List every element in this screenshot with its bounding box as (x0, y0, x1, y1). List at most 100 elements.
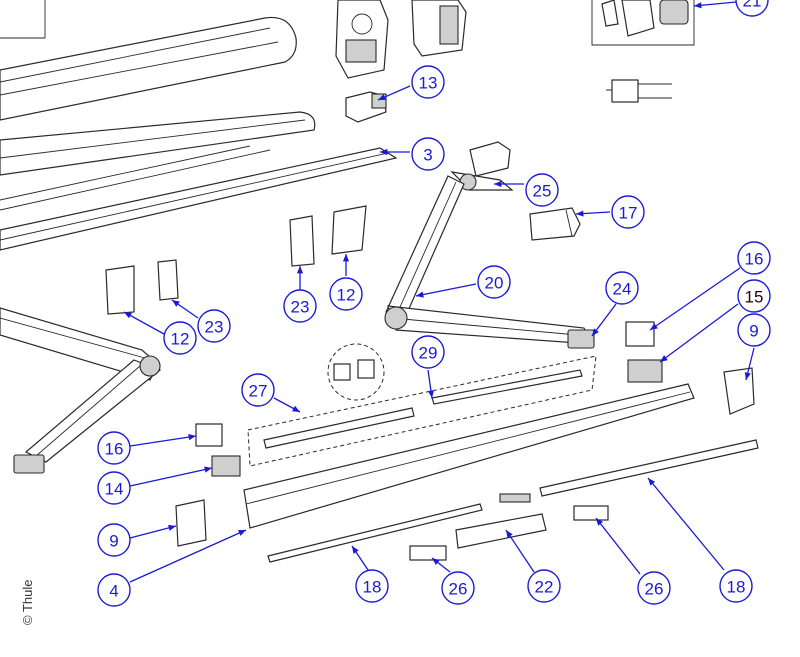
leader-arrow-9 (168, 524, 176, 531)
leader-arrow-23 (296, 266, 304, 274)
leader-arrow-3 (380, 148, 388, 156)
callout-label-29: 29 (419, 344, 438, 363)
callout-label-18: 18 (727, 578, 746, 597)
callout-18: 18 (355, 569, 389, 603)
leader-line-18 (647, 477, 725, 571)
callout-20: 20 (477, 265, 511, 299)
leader-line-9 (129, 525, 177, 539)
leader-arrow-21 (694, 2, 702, 9)
front-profile (243, 383, 695, 529)
callout-21: 21 (735, 0, 769, 17)
callout-label-14: 14 (105, 480, 124, 499)
callout-17: 17 (611, 195, 645, 229)
leader-line-22 (505, 529, 535, 573)
leader-lines (123, 1, 755, 583)
callout-3: 3 (411, 137, 445, 171)
callout-label-12: 12 (337, 286, 356, 305)
callout-circle-9 (737, 313, 771, 347)
copyright-text: © Thule (20, 579, 35, 625)
leader-line-14 (129, 467, 213, 487)
callout-27: 27 (241, 373, 275, 407)
leader-arrow-27 (292, 405, 300, 412)
connector-25 (606, 79, 672, 103)
callout-circle-23 (197, 309, 231, 343)
callout-label-4: 4 (109, 582, 118, 601)
callout-circle-29 (411, 335, 445, 369)
callout-label-12: 12 (171, 330, 190, 349)
callout-circle-12 (163, 321, 197, 355)
callout-circle-3 (411, 137, 445, 171)
leader-arrow-12 (342, 254, 350, 262)
callout-circle-18 (719, 569, 753, 603)
callout-13: 13 (411, 65, 445, 99)
callout-label-21: 21 (743, 0, 762, 11)
callout-label-9: 9 (749, 322, 758, 341)
callout-label-3: 3 (423, 146, 432, 165)
leader-line-20 (415, 283, 477, 297)
callout-label-26: 26 (645, 580, 664, 599)
callout-16: 16 (97, 431, 131, 465)
leader-arrow-24 (592, 328, 599, 336)
leader-arrow-20 (416, 291, 424, 298)
callout-circle-20 (477, 265, 511, 299)
end-caps-left (175, 423, 241, 547)
callout-label-16: 16 (745, 250, 764, 269)
callout-25: 25 (525, 173, 559, 207)
right-arm (384, 175, 595, 349)
callout-circle-25 (525, 173, 559, 207)
callout-circle-21 (735, 0, 769, 17)
callout-circle-24 (605, 271, 639, 305)
bracket-21 (591, 0, 695, 46)
callout-12: 12 (163, 321, 197, 355)
leader-arrow-26 (596, 518, 604, 526)
callout-18: 18 (719, 569, 753, 603)
part-17 (529, 207, 581, 241)
callout-label-15: 15 (745, 288, 764, 307)
callout-circle-15 (737, 279, 771, 313)
callout-circle-16 (97, 431, 131, 465)
lower-rail (267, 439, 759, 563)
callout-circle-9 (97, 523, 131, 557)
leader-arrow-13 (378, 94, 386, 100)
callout-9: 9 (97, 523, 131, 557)
leader-arrow-29 (427, 390, 435, 398)
callout-label-23: 23 (205, 318, 224, 337)
callout-circle-14 (97, 471, 131, 505)
callout-23: 23 (197, 309, 231, 343)
motor-parts (335, 0, 467, 123)
callout-circle-22 (527, 569, 561, 603)
leader-line-16 (129, 435, 197, 447)
callout-label-13: 13 (419, 74, 438, 93)
left-arm (0, 307, 162, 474)
callout-circle-12 (329, 277, 363, 311)
callout-label-16: 16 (105, 440, 124, 459)
callout-label-9: 9 (109, 532, 118, 551)
leader-line-12 (123, 311, 165, 335)
leader-arrow-15 (660, 355, 668, 362)
leader-line-15 (659, 303, 739, 363)
callout-label-22: 22 (535, 578, 554, 597)
callout-15: 15 (737, 279, 771, 313)
callout-label-25: 25 (533, 182, 552, 201)
leader-arrow-12 (124, 312, 132, 319)
callout-circle-4 (97, 573, 131, 607)
callout-16: 16 (737, 241, 771, 275)
callout-circle-27 (241, 373, 275, 407)
leader-arrow-18 (648, 478, 656, 486)
leader-arrow-25 (494, 180, 502, 188)
callout-label-17: 17 (619, 204, 638, 223)
leader-arrow-17 (576, 210, 584, 217)
rod-27-group (247, 355, 597, 467)
leader-arrow-18 (352, 546, 359, 554)
callout-29: 29 (411, 335, 445, 369)
callout-circle-13 (411, 65, 445, 99)
callout-circle-16 (737, 241, 771, 275)
leader-arrow-23 (172, 300, 180, 307)
callout-label-26: 26 (449, 580, 468, 599)
leader-line-16 (649, 267, 741, 331)
callout-circle-26 (637, 571, 671, 605)
callout-circle-17 (611, 195, 645, 229)
callout-26: 26 (441, 571, 475, 605)
